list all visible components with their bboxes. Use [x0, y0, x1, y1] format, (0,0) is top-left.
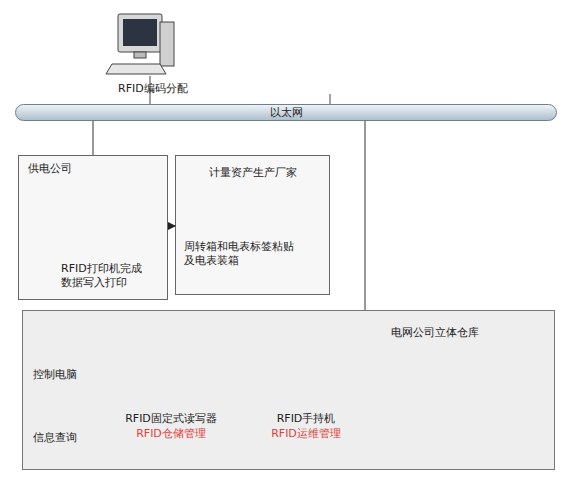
node-text: 周转箱和电表标签粘贴及电表装箱	[184, 240, 298, 268]
connector-line	[365, 121, 366, 310]
node-text: RFID手持机	[251, 412, 361, 426]
network-wire	[330, 94, 331, 104]
node-text: RFID固定式读写器	[111, 412, 231, 426]
node-text: 以太网	[16, 106, 556, 120]
caption-label: RFID编码分配	[118, 82, 218, 96]
warehouse-area: 控制电脑信息查询 RFID固定式读写器RFID仓储管理 RFID手持机RFID运维管…	[22, 310, 555, 470]
node-text: 供电公司	[28, 162, 148, 176]
node-text: 控制电脑	[33, 368, 93, 382]
node-text: 信息查询	[33, 431, 93, 445]
computer-icon	[106, 14, 174, 74]
node-text: RFID打印机完成数据写入打印	[61, 262, 147, 290]
node-text: 计量资产生产厂家	[176, 166, 329, 180]
connector-line	[93, 121, 94, 155]
connector-line	[168, 226, 175, 227]
manufacturer-box: 计量资产生产厂家周转箱和电表标签粘贴及电表装箱	[175, 155, 330, 295]
node-text: RFID运维管理	[251, 427, 361, 441]
company-box: 供电公司 RFID打印机完成数据写入打印	[18, 155, 168, 300]
node-text: 电网公司立体仓库	[391, 326, 531, 340]
ethernet-bus: 以太网	[15, 104, 557, 121]
node-text: RFID仓储管理	[111, 427, 231, 441]
